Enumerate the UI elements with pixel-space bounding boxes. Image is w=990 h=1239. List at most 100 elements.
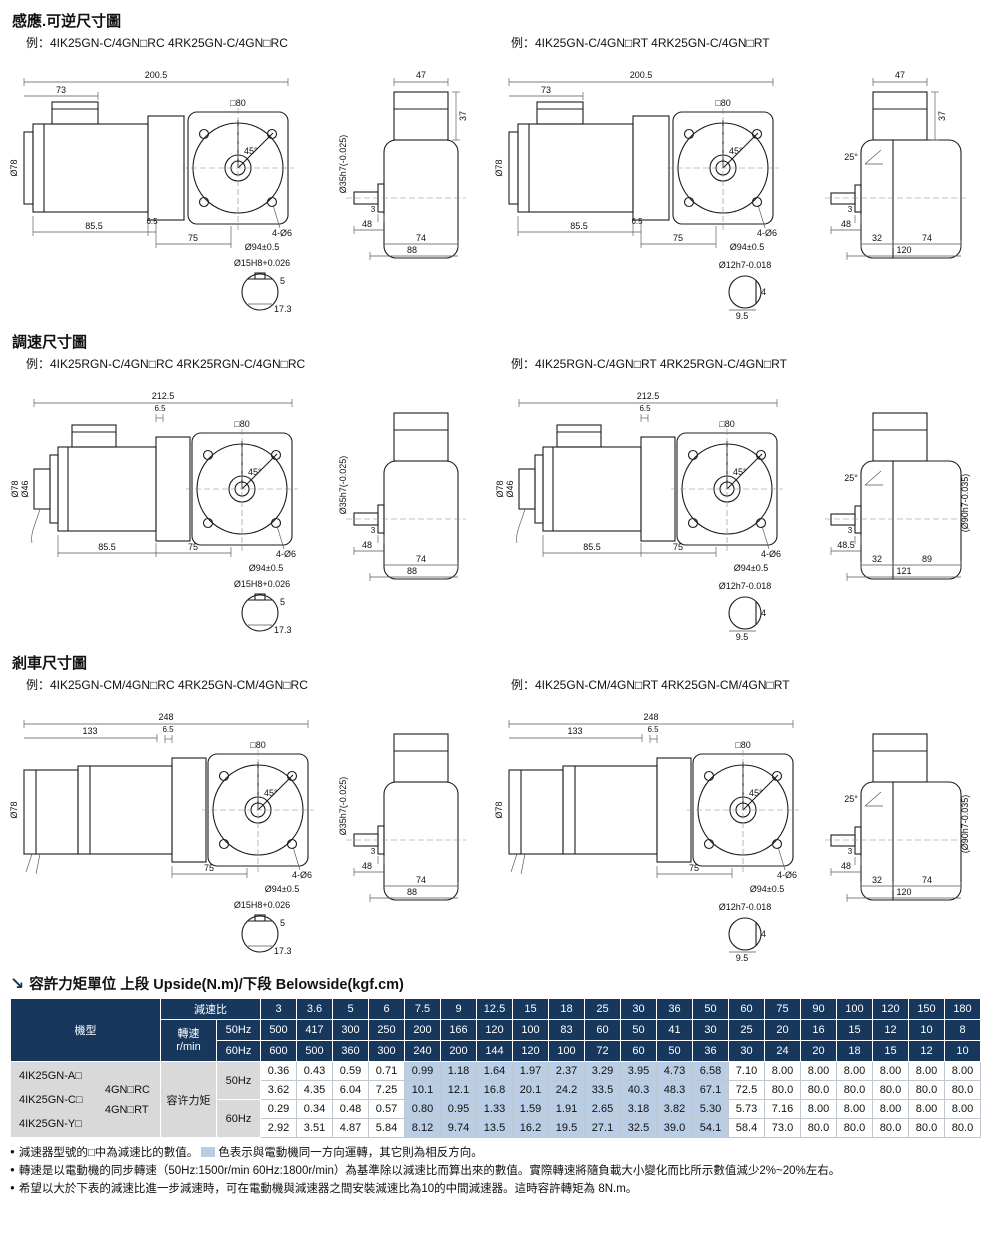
dim-boss-length: 3 — [848, 205, 853, 214]
dim-b3: 75 — [204, 863, 214, 873]
drawing-speed-rc: 212.5 6.5 □80 Ø78 Ø46 85.5 75 45° 4-Ø6 Ø… — [10, 391, 466, 635]
speed-50hz-cell: 25 — [728, 1019, 765, 1041]
torque-kgf-50hz-cell: 80.0 — [764, 1080, 801, 1100]
dim-total-length: 248 — [158, 712, 173, 722]
dim-body-diameter: Ø78 — [10, 801, 19, 818]
torque-nm-60hz-cell: 0.34 — [296, 1099, 333, 1119]
speed-50hz-cell: 100 — [512, 1019, 549, 1041]
example-models: 例：4IK25GN-CM/4GN□RC 4RK25GN-CM/4GN□RC — [26, 678, 308, 692]
speed-50hz-cell: 50 — [620, 1019, 657, 1041]
torque-kgf-60hz-cell: 54.1 — [692, 1118, 729, 1138]
torque-kgf-60hz-cell: 5.84 — [368, 1118, 405, 1138]
dimension-labels: 248 133 6.5 □80 Ø78 75 45° 4-Ø6 Ø94±0.5 … — [9, 712, 426, 956]
dimension-lines — [518, 399, 962, 632]
dim-cable-angle: 25° — [844, 473, 858, 483]
speed-60hz-cell: 10 — [944, 1040, 981, 1062]
torque-kgf-50hz-cell: 7.25 — [368, 1080, 405, 1100]
hz60-row-label: 60Hz — [216, 1099, 261, 1138]
speed-50hz-cell: 8 — [944, 1019, 981, 1041]
motor-side-view — [23, 101, 185, 221]
dim-b1: 85.5 — [98, 542, 116, 552]
dim-bolt-holes: 4-Ø6 — [777, 870, 797, 880]
dim-boss-length: 3 — [848, 526, 853, 535]
speed-60hz-cell: 360 — [332, 1040, 369, 1062]
torque-nm-50hz-cell: 8.00 — [836, 1061, 873, 1081]
ratio-header-cell: 7.5 — [404, 998, 441, 1020]
dim-gap: 6.5 — [639, 404, 651, 413]
dim-bolt-holes: 4-Ø6 — [292, 870, 312, 880]
dimension-lines — [508, 720, 962, 953]
dim-square-size: □80 — [234, 419, 249, 429]
torque-nm-50hz-cell: 0.59 — [332, 1061, 369, 1081]
dim-total-length: 200.5 — [145, 70, 168, 80]
dim-front-length: 133 — [567, 726, 582, 736]
centerlines — [186, 429, 466, 551]
torque-nm-60hz-cell: 3.82 — [656, 1099, 693, 1119]
dim-spigot-diameter: (Ø90h7-0.035) — [960, 795, 970, 854]
dimension-lines — [23, 78, 460, 305]
dim-overall-width: 88 — [407, 566, 417, 576]
speed-50hz-cell: 30 — [692, 1019, 729, 1041]
dim-b3: 75 — [673, 542, 683, 552]
note-text: 色表示與電動機同一方向運轉，其它則為相反方向。 — [218, 1147, 483, 1159]
output-side-view — [353, 91, 459, 259]
output-side-view — [830, 733, 962, 901]
torque-nm-60hz-cell: 0.57 — [368, 1099, 405, 1119]
ratio-label-header: 減速比 — [160, 998, 261, 1020]
dim-gear-width: 74 — [416, 233, 426, 243]
dim-body-diameter: Ø78 — [495, 159, 504, 176]
dim-terminal-box-width: 47 — [416, 70, 426, 80]
dim-shaft-length: 48 — [362, 861, 372, 871]
ratio-header-cell: 12.5 — [476, 998, 513, 1020]
dim-tail-diameter: Ø46 — [505, 480, 515, 497]
motor-side-view — [33, 424, 191, 542]
ratio-header-cell: 36 — [656, 998, 693, 1020]
torque-kgf-50hz-cell: 24.2 — [548, 1080, 585, 1100]
dim-total-length: 200.5 — [630, 70, 653, 80]
dim-key-length: 17.3 — [274, 625, 292, 635]
dim-bolt-holes: 4-Ø6 — [276, 549, 296, 559]
dim-hole-angle: 45° — [729, 146, 743, 156]
dim-key-width: 5 — [280, 918, 285, 928]
torque-nm-50hz-cell: 7.10 — [728, 1061, 765, 1081]
torque-kgf-60hz-cell: 73.0 — [764, 1118, 801, 1138]
dim-terminal-box-width: 47 — [895, 70, 905, 80]
dim-overall-width: 88 — [407, 887, 417, 897]
torque-kgf-60hz-cell: 4.87 — [332, 1118, 369, 1138]
output-side-view — [830, 412, 962, 580]
hz50-row-label: 50Hz — [216, 1061, 261, 1100]
dim-cable-angle: 25° — [844, 794, 858, 804]
shaft-section-view — [728, 275, 762, 309]
torque-kgf-60hz-cell: 80.0 — [872, 1118, 909, 1138]
dim-key-width: 4 — [761, 287, 766, 297]
torque-nm-60hz-cell: 8.00 — [908, 1099, 945, 1119]
speed-50hz-cell: 20 — [764, 1019, 801, 1041]
speed-60hz-cell: 30 — [728, 1040, 765, 1062]
dimension-lines — [508, 78, 962, 311]
torque-nm-50hz-cell: 3.29 — [584, 1061, 621, 1081]
note-intermediate-gearhead: ●希望以大於下表的減速比進一步減速時，可在電動機與減速器之間安裝減速比為10的中… — [10, 1181, 980, 1199]
torque-kgf-60hz-cell: 27.1 — [584, 1118, 621, 1138]
dim-square-size: □80 — [735, 740, 750, 750]
hz60-header: 60Hz — [216, 1040, 261, 1062]
dim-hole-angle: 45° — [733, 467, 747, 477]
dim-total-length: 212.5 — [637, 391, 660, 401]
torque-nm-50hz-cell: 6.58 — [692, 1061, 729, 1081]
torque-kgf-60hz-cell: 80.0 — [908, 1118, 945, 1138]
section-title: 感應.可逆尺寸圖 — [12, 13, 122, 30]
centerlines — [671, 429, 969, 551]
torque-kgf-50hz-cell: 80.0 — [944, 1080, 981, 1100]
model-name: 4IK25GN-Y□ — [19, 1117, 82, 1130]
dim-body-diameter: Ø78 — [10, 159, 19, 176]
dim-key-length: 9.5 — [736, 311, 749, 320]
dim-key-width: 4 — [761, 608, 766, 618]
ratio-header-cell: 120 — [872, 998, 909, 1020]
dimension-labels: 248 133 6.5 □80 Ø78 75 45° 4-Ø6 Ø94±0.5 … — [494, 712, 970, 963]
example-models: 例：4IK25RGN-C/4GN□RC 4RK25RGN-C/4GN□RC — [26, 357, 306, 371]
dimension-labels: 200.5 73 □80 Ø78 85.5 6.5 75 45° 4-Ø6 Ø9… — [9, 70, 468, 314]
dim-shaft-length: 48 — [841, 861, 851, 871]
dim-square-size: □80 — [250, 740, 265, 750]
dim-b1: 85.5 — [583, 542, 601, 552]
panel-s3-left: 例：4IK25GN-CM/4GN□RC 4RK25GN-CM/4GN□RC — [9, 676, 495, 967]
dim-front-length: 73 — [541, 85, 551, 95]
